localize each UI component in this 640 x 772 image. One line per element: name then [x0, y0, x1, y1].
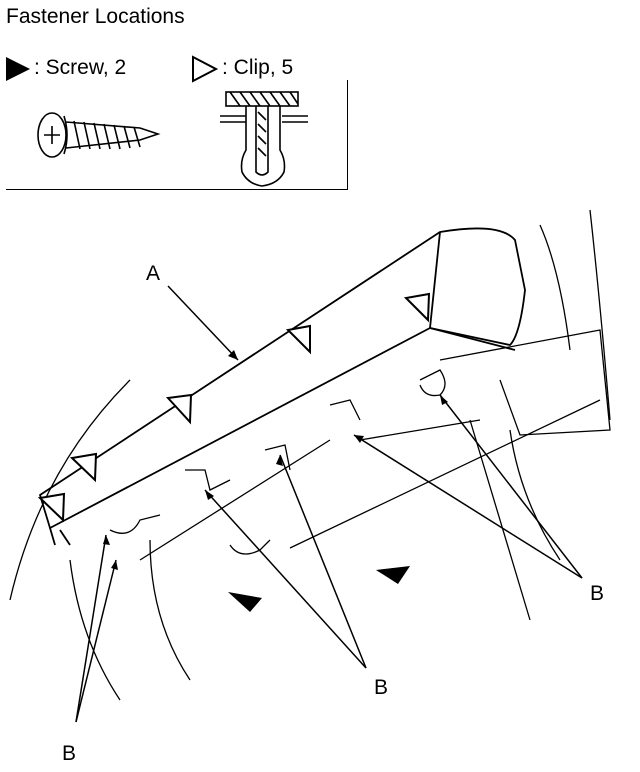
callout-b-middle: B [374, 676, 389, 699]
clip-legend-label: : Clip, 5 [222, 56, 294, 79]
screw-marker-2 [376, 566, 410, 584]
clip-marker-3 [165, 393, 193, 425]
clip-marker-5 [403, 292, 431, 323]
leader-lines [75, 285, 583, 723]
screw-illustration [37, 112, 161, 158]
legend-box [6, 80, 348, 190]
clip-marker-1 [37, 492, 66, 523]
clip-marker-4 [285, 324, 311, 355]
callout-a: A [146, 262, 161, 285]
screw-legend-icon [6, 57, 30, 81]
clip-illustration [220, 91, 308, 187]
dashboard-lines [9, 209, 611, 701]
diagram-title: Fastener Locations [6, 5, 185, 28]
callout-b-right: B [590, 582, 605, 605]
screw-markers [228, 566, 410, 612]
screw-marker-1 [228, 592, 262, 612]
clip-marker-2 [69, 452, 98, 483]
arrow-heads [103, 350, 448, 570]
callout-b-left: B [62, 742, 77, 765]
garnish-part-a [39, 227, 526, 546]
clip-markers [37, 292, 431, 523]
screw-legend-label: : Screw, 2 [34, 56, 127, 79]
clip-legend-icon [192, 55, 219, 83]
